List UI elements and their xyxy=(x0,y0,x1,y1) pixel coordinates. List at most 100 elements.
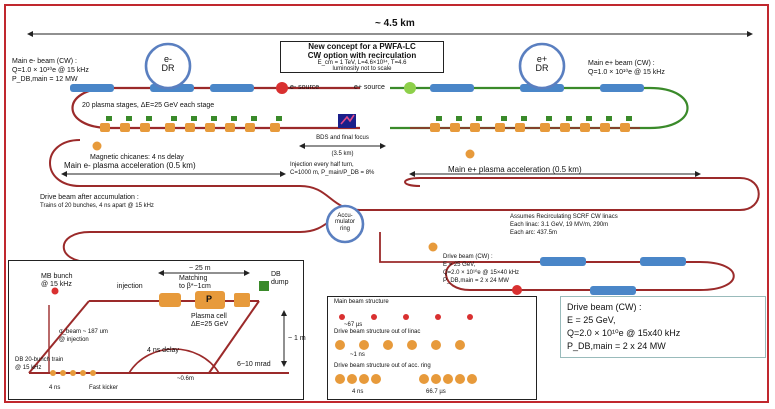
t667: 66.7 µs xyxy=(426,389,446,395)
plasma-stage xyxy=(560,123,570,132)
chicanes-label: Magnetic chicanes: 4 ns delay xyxy=(90,154,184,161)
stage-kicker xyxy=(501,116,507,121)
plasma-stage xyxy=(515,123,525,132)
inset-line xyxy=(208,300,260,374)
plasma-stage xyxy=(620,123,630,132)
injection-magnet xyxy=(234,293,250,307)
drive-small-1: Drive beam (CW) : xyxy=(443,254,493,260)
db-dump-1: DB xyxy=(271,271,281,278)
e-minus-source-dot xyxy=(276,82,288,94)
ip-flash xyxy=(340,114,355,125)
plasma-stage xyxy=(580,123,590,132)
linac-magnet xyxy=(590,286,636,295)
plasma-stage xyxy=(225,123,235,132)
outer-frame xyxy=(4,4,769,403)
plasma-stage xyxy=(470,123,480,132)
inset-line xyxy=(28,300,90,374)
e-plus-dr-label: e+ DR xyxy=(535,54,549,74)
concept-box: New concept for a PWFA-LC CW option with… xyxy=(280,41,444,73)
main-beam-left-3: P_DB,main = 12 MW xyxy=(12,76,78,83)
stage-kicker xyxy=(251,116,257,121)
main-beam-right-1: Main e+ beam (CW) : xyxy=(588,60,655,67)
plasma-stage xyxy=(495,123,505,132)
stage-kicker xyxy=(106,116,112,121)
concept-line3: E_cm = 1 TeV, L=4.6×10³⁴, T=4.6 xyxy=(317,60,407,66)
plasma-stages-label: 20 plasma stages, ΔE=25 GeV each stage xyxy=(82,102,215,109)
plasma-stage xyxy=(205,123,215,132)
plasma-cell-2: ΔE=25 GeV xyxy=(191,321,229,328)
matching-1: Matching xyxy=(179,275,208,282)
drive-bunch-red xyxy=(512,285,522,295)
drive-loop xyxy=(49,139,760,211)
delay-4ns: 4 ns delay xyxy=(147,347,179,354)
e-plus-source-dot xyxy=(404,82,416,94)
four-ns: 4 ns xyxy=(49,385,61,391)
accumulator-label: Accu- mulator ring xyxy=(334,213,355,232)
stage-kicker xyxy=(211,116,217,121)
accumulator-ring xyxy=(325,204,365,244)
t4ns: 4 ns xyxy=(352,389,364,395)
stage-kicker xyxy=(456,116,462,121)
dist-06: ~0.6m xyxy=(177,376,194,382)
injection-label-1: Injection every half turn, xyxy=(290,162,354,168)
plasma-cell-1: Plasma cell xyxy=(191,313,227,320)
main-e-plus-acc: Main e+ plasma acceleration (0.5 km) xyxy=(448,165,582,174)
db-train-1: DB 20-bunch train xyxy=(15,357,64,363)
plasma-stage xyxy=(165,123,175,132)
plasma-stage xyxy=(450,123,460,132)
drive-ring-label: Drive beam structure out of acc. ring xyxy=(334,363,431,369)
e-minus-dr-label: e- DR xyxy=(161,54,175,74)
beam-structure-graphics xyxy=(335,314,477,384)
plasma-stage xyxy=(120,123,130,132)
e-plus-dr-ring xyxy=(518,42,566,90)
concept-line4: luminosity not to scale xyxy=(332,66,392,72)
drive-box-line2: E = 25 GeV, xyxy=(567,315,616,325)
drive-bunch xyxy=(92,141,102,151)
injection-inset: MB bunch @ 15 kHz injection ~ 25 m Match… xyxy=(8,260,306,400)
dist-25: ~ 25 m xyxy=(189,265,211,272)
drive-beam-box: Drive beam (CW) : E = 25 GeV, Q=2.0 × 10… xyxy=(560,296,766,358)
stage-kicker xyxy=(566,116,572,121)
beamline-magnet xyxy=(430,84,474,92)
drive-after-1: Drive beam after accumulation : xyxy=(40,194,139,201)
beamline-magnet xyxy=(210,84,254,92)
stage-kicker xyxy=(231,116,237,121)
drive-small-3: Q=2.0 × 10¹⁰e @ 15×40 kHz xyxy=(443,270,520,276)
stage-kicker xyxy=(146,116,152,121)
fast-kicker: Fast kicker xyxy=(89,385,119,391)
matching-magnet xyxy=(159,293,181,307)
stage-kicker xyxy=(586,116,592,121)
injection-label-2: C=1000 m, P_main/P_DB = 8% xyxy=(290,170,375,176)
drive-recirculation xyxy=(62,209,361,263)
beam-structure-inset: Main beam structure ~67 µs Drive beam st… xyxy=(327,296,537,400)
angle: 6~10 mrad xyxy=(237,361,271,368)
drive-bunch xyxy=(428,242,438,252)
db-train-2: @ 15 kHz xyxy=(15,365,42,371)
drive-bunch xyxy=(465,149,475,159)
concept-line2: CW option with recirculation xyxy=(307,51,417,60)
main-beam-right-2: Q=1.0 × 10¹⁰e @ 15 kHz xyxy=(588,69,665,76)
beamline-magnet xyxy=(70,84,114,92)
sigma-2: @ injection xyxy=(59,337,89,343)
stage-kicker xyxy=(126,116,132,121)
e-plus-source-label: e+ source xyxy=(354,84,385,91)
stage-kicker xyxy=(521,116,527,121)
stage-kicker xyxy=(276,116,282,121)
bds-length: (3.5 km) xyxy=(331,151,354,157)
plasma-stage xyxy=(600,123,610,132)
drive-box-line1: Drive beam (CW) : xyxy=(567,302,642,312)
drive-small-2: E = 25 GeV, xyxy=(443,262,476,268)
plasma-stage xyxy=(140,123,150,132)
main-beam-bunches xyxy=(339,314,473,320)
drive-small-4: P_DB,main = 2 x 24 MW xyxy=(443,278,509,284)
t1ns: ~1 ns xyxy=(350,352,365,358)
mb-bunch-2: @ 15 kHz xyxy=(41,281,72,288)
main-beam-left-1: Main e- beam (CW) : xyxy=(12,58,77,65)
main-beam-left-2: Q=1.0 × 10¹⁰e @ 15 kHz xyxy=(12,67,89,74)
stage-kicker xyxy=(171,116,177,121)
ring-drive-bunches xyxy=(335,374,477,384)
db-train xyxy=(50,370,96,376)
injection-inset-graphics xyxy=(28,270,289,376)
drive-box-line4: P_DB,main = 2 x 24 MW xyxy=(567,341,666,351)
